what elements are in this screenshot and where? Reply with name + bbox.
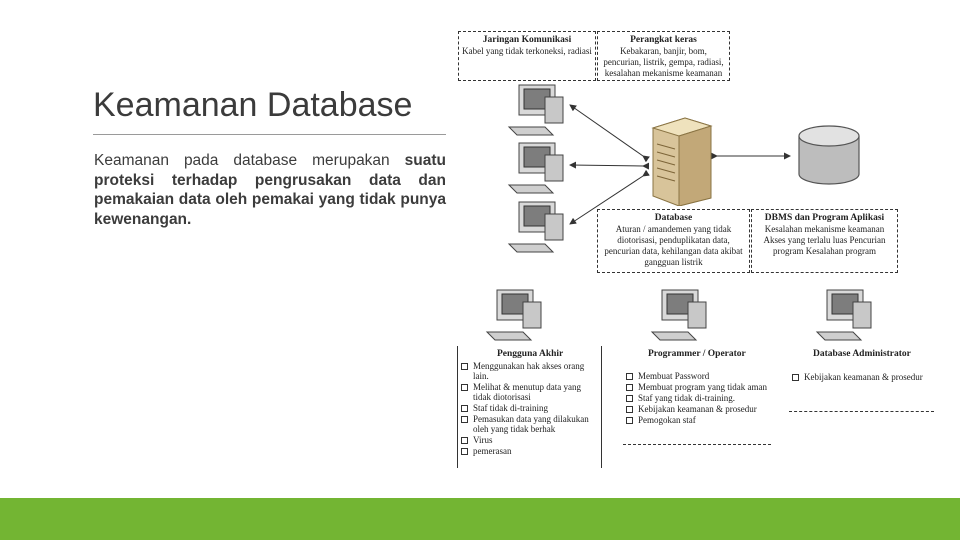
list-item: Kebijakan keamanan & prosedur bbox=[791, 372, 936, 382]
bottom-accent-bar bbox=[0, 498, 960, 540]
box-body: Kabel yang tidak terkoneksi, radiasi bbox=[462, 46, 592, 56]
computer-icon bbox=[507, 84, 564, 136]
database-cylinder-icon bbox=[798, 125, 860, 185]
column-separator bbox=[789, 411, 934, 412]
dba-threat-list: Kebijakan keamanan & prosedur bbox=[791, 372, 936, 383]
connector-arrows bbox=[569, 104, 791, 225]
list-item: Kebijakan keamanan & prosedur bbox=[625, 404, 770, 414]
list-item: Pemogokan staf bbox=[625, 415, 770, 425]
computer-icon bbox=[650, 289, 707, 341]
computer-icon bbox=[507, 201, 564, 253]
list-item: Membuat program yang tidak aman bbox=[625, 382, 770, 392]
hardware-threat-box: Perangkat keras Kebakaran, banjir, bom, … bbox=[597, 31, 730, 81]
network-threat-box: Jaringan Komunikasi Kabel yang tidak ter… bbox=[458, 31, 596, 81]
end-user-title: Pengguna Akhir bbox=[497, 349, 564, 359]
list-item: Pemasukan data yang dilakukan oleh yang … bbox=[460, 414, 598, 434]
list-item: Staf yang tidak di-training. bbox=[625, 393, 770, 403]
list-item: Virus bbox=[460, 435, 598, 445]
box-title: Jaringan Komunikasi bbox=[482, 35, 572, 45]
box-body: Kesalahan mekanisme keamanan Akses yang … bbox=[763, 224, 886, 256]
box-title: DBMS dan Program Aplikasi bbox=[764, 213, 885, 223]
box-title: Perangkat keras bbox=[630, 35, 697, 45]
title-divider bbox=[93, 134, 446, 135]
computer-icon bbox=[485, 289, 542, 341]
column-separator bbox=[623, 444, 771, 445]
box-body: Kebakaran, banjir, bom, pencurian, listr… bbox=[603, 46, 724, 78]
column-divider bbox=[457, 346, 458, 468]
list-item: Menggunakan hak akses orang lain. bbox=[460, 361, 598, 381]
box-title: Database bbox=[654, 213, 693, 223]
column-divider bbox=[601, 346, 602, 468]
box-body: Aturan / amandemen yang tidak diotorisas… bbox=[604, 224, 743, 267]
end-user-threat-list: Menggunakan hak akses orang lain. Meliha… bbox=[460, 361, 598, 457]
list-item: pemerasan bbox=[460, 446, 598, 456]
computer-icon bbox=[815, 289, 872, 341]
server-icon bbox=[651, 117, 713, 206]
database-threats-diagram: Jaringan Komunikasi Kabel yang tidak ter… bbox=[455, 28, 940, 470]
slide-title: Keamanan Database bbox=[93, 86, 413, 124]
list-item: Staf tidak di-training bbox=[460, 403, 598, 413]
slide-body: Keamanan pada database merupakan suatu p… bbox=[94, 151, 446, 229]
list-item: Membuat Password bbox=[625, 371, 770, 381]
computer-icon bbox=[507, 142, 564, 194]
list-item: Melihat & menutup data yang tidak diotor… bbox=[460, 382, 598, 402]
body-normal-text: Keamanan pada database merupakan bbox=[94, 152, 390, 169]
dbms-threat-box: DBMS dan Program Aplikasi Kesalahan meka… bbox=[751, 209, 898, 273]
programmer-threat-list: Membuat Password Membuat program yang ti… bbox=[625, 371, 770, 426]
programmer-title: Programmer / Operator bbox=[648, 349, 746, 359]
dba-title: Database Administrator bbox=[813, 349, 911, 359]
body-bold-text: suatu proteksi terhadap pengrusakan data… bbox=[94, 152, 446, 228]
